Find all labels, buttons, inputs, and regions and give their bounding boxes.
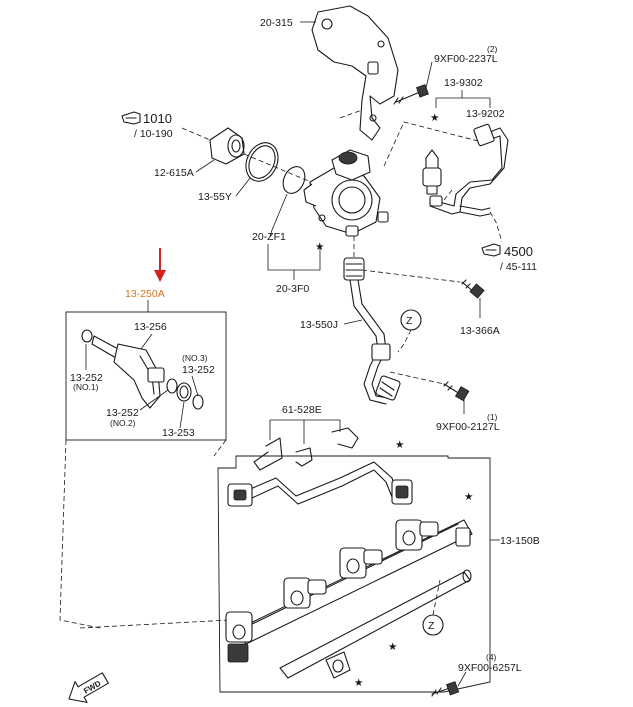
injector-3 — [339, 547, 383, 579]
fuel-rail-assembly-box — [217, 455, 491, 693]
label-no1: (NO.1) — [73, 382, 99, 392]
bolt-9xf00-2237l[interactable] — [393, 84, 429, 105]
pump-bracket-20-315[interactable] — [311, 5, 399, 141]
fwd-arrow-icon: FWD — [68, 672, 109, 703]
label-13-252-no2: 13-252 — [106, 407, 139, 419]
svg-text:Z: Z — [406, 315, 413, 327]
callout-z-2: Z — [422, 614, 444, 636]
label-13-150b: 13-150B — [500, 535, 540, 547]
label-13-250a[interactable]: 13-250A — [125, 288, 165, 300]
fuel-injector-13-256[interactable] — [81, 329, 165, 409]
fuel-pipe-13-9202[interactable] — [429, 123, 509, 217]
fuel-rail-13-150b[interactable] — [225, 519, 473, 663]
gasket-20-zf1[interactable] — [279, 163, 309, 197]
seal-no2[interactable] — [192, 394, 204, 410]
o-ring-13-55y[interactable] — [240, 138, 284, 187]
injector-4 — [395, 519, 439, 551]
star-mark-6: ★ — [354, 677, 364, 689]
label-20-3f0: 20-3F0 — [276, 283, 309, 295]
high-pressure-fuel-pump-20-3f0[interactable] — [303, 149, 389, 237]
rail-spacer[interactable] — [325, 651, 351, 679]
label-13-9202: 13-9202 — [466, 108, 505, 120]
label-9xf00-6257l: 9XF00-6257L — [458, 662, 522, 674]
high-pressure-pipe-13-550j[interactable] — [343, 257, 401, 405]
injector-2 — [283, 577, 327, 609]
label-45-111: / 45-111 — [500, 261, 537, 273]
label-no2: (NO.2) — [110, 418, 136, 428]
label-1010: 1010 — [143, 111, 172, 126]
reference-1010 — [121, 111, 141, 125]
seal-no3[interactable] — [166, 378, 178, 394]
reference-4500 — [481, 243, 501, 257]
bolt-9xf00-6257l[interactable] — [431, 681, 460, 697]
label-20-315: 20-315 — [260, 17, 293, 29]
label-61-528e: 61-528E — [282, 404, 322, 416]
label-13-253: 13-253 — [162, 427, 195, 439]
label-13-256: 13-256 — [134, 321, 167, 333]
label-9xf00-2237l: 9XF00-2237L — [434, 53, 498, 65]
label-4500: 4500 — [504, 244, 533, 259]
pump-lifter-12-615a[interactable] — [209, 127, 245, 165]
label-13-550j: 13-550J — [300, 319, 338, 331]
pressure-sensor-13-9302[interactable] — [422, 149, 442, 195]
cushion-13-253[interactable] — [176, 382, 192, 402]
bolt-9xf00-2127l[interactable] — [443, 381, 470, 402]
fuel-rail-protector[interactable] — [279, 569, 472, 679]
label-20-zf1: 20-ZF1 — [252, 231, 286, 243]
label-9xf00-6257l-qty: (4) — [486, 652, 497, 662]
star-mark-5: ★ — [388, 641, 398, 653]
label-9xf00-2237l-qty: (2) — [487, 44, 498, 54]
label-13-9302: 13-9302 — [444, 77, 483, 89]
svg-text:Z: Z — [428, 620, 435, 632]
label-no3: (NO.3) — [182, 353, 208, 363]
injector-1 — [225, 611, 253, 663]
harness-clip-61-528e[interactable] — [253, 427, 359, 471]
label-13-252-no3: 13-252 — [182, 364, 215, 376]
star-mark-4: ★ — [464, 491, 474, 503]
label-13-55y: 13-55Y — [198, 191, 232, 203]
label-10-190: / 10-190 — [134, 128, 173, 140]
callout-z-1: Z — [400, 309, 422, 331]
label-12-615a: 12-615A — [154, 167, 194, 179]
bolt-13-366a[interactable] — [461, 279, 485, 299]
injector-kit-box — [65, 311, 227, 441]
star-mark-3: ★ — [395, 439, 405, 451]
red-down-arrow-icon — [154, 248, 166, 282]
label-13-252-no1: 13-252 — [70, 372, 103, 384]
label-13-366a: 13-366A — [460, 325, 500, 337]
label-9xf00-2127l-qty: (1) — [487, 412, 498, 422]
label-9xf00-2127l: 9XF00-2127L — [436, 421, 500, 433]
injector-wiring-harness[interactable] — [227, 461, 413, 507]
star-mark-1: ★ — [430, 112, 440, 124]
